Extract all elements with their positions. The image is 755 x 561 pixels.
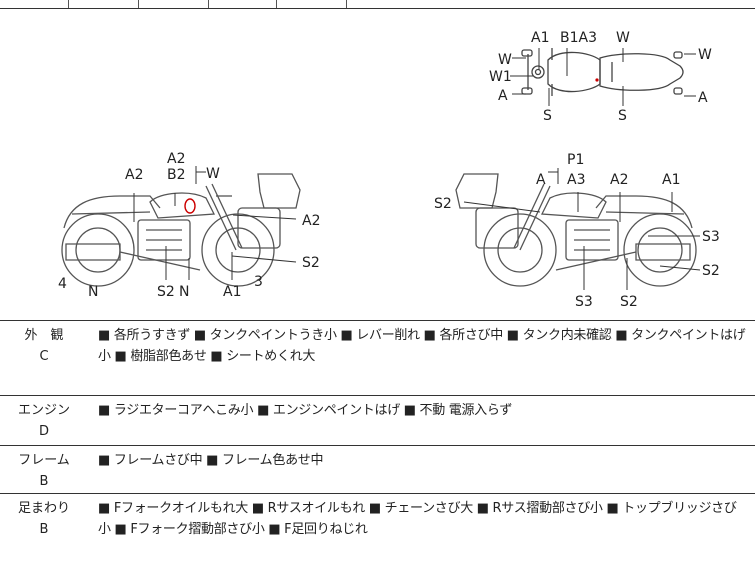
right-side-bike bbox=[455, 173, 697, 287]
row-header: 足まわり B bbox=[0, 494, 88, 540]
damage-marker bbox=[184, 198, 196, 214]
diagram-label: A1 bbox=[662, 172, 680, 188]
diagram-label: N bbox=[179, 284, 189, 300]
section-notes: ■ 各所うすきず ■ タンクペイントうき小 ■ レバー削れ ■ 各所さび中 ■ … bbox=[98, 328, 746, 364]
diagram-label: P1 bbox=[567, 152, 584, 168]
diagram-label: A2 bbox=[610, 172, 628, 188]
section-notes: ■ フレームさび中 ■ フレーム色あせ中 bbox=[98, 453, 324, 468]
diagram-label: S2 bbox=[702, 263, 720, 279]
condition-row-exterior: 外 観 C ■ 各所うすきず ■ タンクペイントうき小 ■ レバー削れ ■ 各所… bbox=[0, 321, 755, 396]
table-divider bbox=[208, 0, 209, 8]
section-grade: B bbox=[39, 522, 49, 537]
table-divider bbox=[68, 0, 69, 8]
motorcycle-diagram: A1 B1A3 W W W1 A S S W A bbox=[58, 30, 720, 310]
diagram-label: A bbox=[498, 88, 508, 104]
section-grade: D bbox=[38, 424, 49, 439]
section-name: フレーム bbox=[18, 453, 70, 468]
left-view-leaders bbox=[133, 166, 297, 280]
table-divider bbox=[346, 0, 347, 8]
diagram-label: A2 bbox=[302, 213, 320, 229]
left-side-bike bbox=[61, 173, 301, 287]
right-view-label-group: P1 A A3 A2 A1 S2 S3 S2 S3 S2 bbox=[434, 152, 720, 310]
table-divider bbox=[138, 0, 139, 8]
diagram-label: A1 bbox=[223, 284, 241, 300]
condition-row-frame: フレーム B ■ フレームさび中 ■ フレーム色あせ中 bbox=[0, 446, 755, 494]
diagram-label: A1 bbox=[531, 30, 549, 46]
right-view-leaders bbox=[463, 168, 701, 290]
top-view-leaders bbox=[510, 48, 696, 106]
section-notes: ■ ラジエターコアへこみ小 ■ エンジンペイントはげ ■ 不動 電源入らず bbox=[98, 403, 513, 418]
diagram-label: S2 bbox=[302, 255, 320, 271]
section-name: 外 観 bbox=[24, 328, 64, 343]
diagram-label: S bbox=[543, 108, 552, 124]
section-grade: C bbox=[39, 349, 49, 364]
section-notes: ■ Fフォークオイルもれ大 ■ Rサスオイルもれ ■ チェーンさび大 ■ Rサス… bbox=[98, 501, 737, 537]
diagram-label: S3 bbox=[702, 229, 720, 245]
left-view-label-group: A2 B2 W A2 A2 S2 4 N S2 N A1 3 bbox=[58, 151, 320, 300]
damage-diagram: A1 B1A3 W W W1 A S S W A bbox=[0, 8, 755, 321]
diagram-label: W bbox=[616, 30, 630, 46]
header-table-remnant bbox=[0, 0, 755, 9]
section-grade: B bbox=[39, 474, 49, 489]
diagram-label: W bbox=[206, 166, 220, 182]
top-view-bike bbox=[521, 48, 684, 96]
diagram-label: N bbox=[88, 284, 98, 300]
diagram-label: S2 bbox=[157, 284, 175, 300]
diagram-label: S3 bbox=[575, 294, 593, 310]
condition-row-suspension: 足まわり B ■ Fフォークオイルもれ大 ■ Rサスオイルもれ ■ チェーンさび… bbox=[0, 494, 755, 561]
condition-row-engine: エンジン D ■ ラジエターコアへこみ小 ■ エンジンペイントはげ ■ 不動 電… bbox=[0, 396, 755, 446]
diagram-label: A3 bbox=[567, 172, 585, 188]
diagram-label: A2 bbox=[167, 151, 185, 167]
diagram-label: W bbox=[698, 47, 712, 63]
row-header: フレーム B bbox=[0, 446, 88, 492]
section-name: 足まわり bbox=[17, 501, 70, 516]
diagram-label: S2 bbox=[434, 196, 452, 212]
damage-marker bbox=[595, 78, 599, 82]
diagram-label: A2 bbox=[125, 167, 143, 183]
diagram-label: S bbox=[618, 108, 627, 124]
diagram-label: W1 bbox=[489, 69, 512, 85]
diagram-label: W bbox=[498, 52, 512, 68]
row-header: エンジン D bbox=[0, 396, 88, 442]
diagram-label: 4 bbox=[58, 276, 67, 292]
diagram-label: S2 bbox=[620, 294, 638, 310]
diagram-label: A bbox=[698, 90, 708, 106]
diagram-label: B1A3 bbox=[560, 30, 597, 46]
diagram-label: 3 bbox=[254, 274, 263, 290]
row-header: 外 観 C bbox=[0, 321, 88, 367]
section-name: エンジン bbox=[17, 403, 70, 418]
top-view-label-group: A1 B1A3 W W W1 A S S W A bbox=[489, 30, 712, 124]
diagram-label: B2 bbox=[167, 167, 186, 183]
table-divider bbox=[276, 0, 277, 8]
diagram-label: A bbox=[536, 172, 546, 188]
